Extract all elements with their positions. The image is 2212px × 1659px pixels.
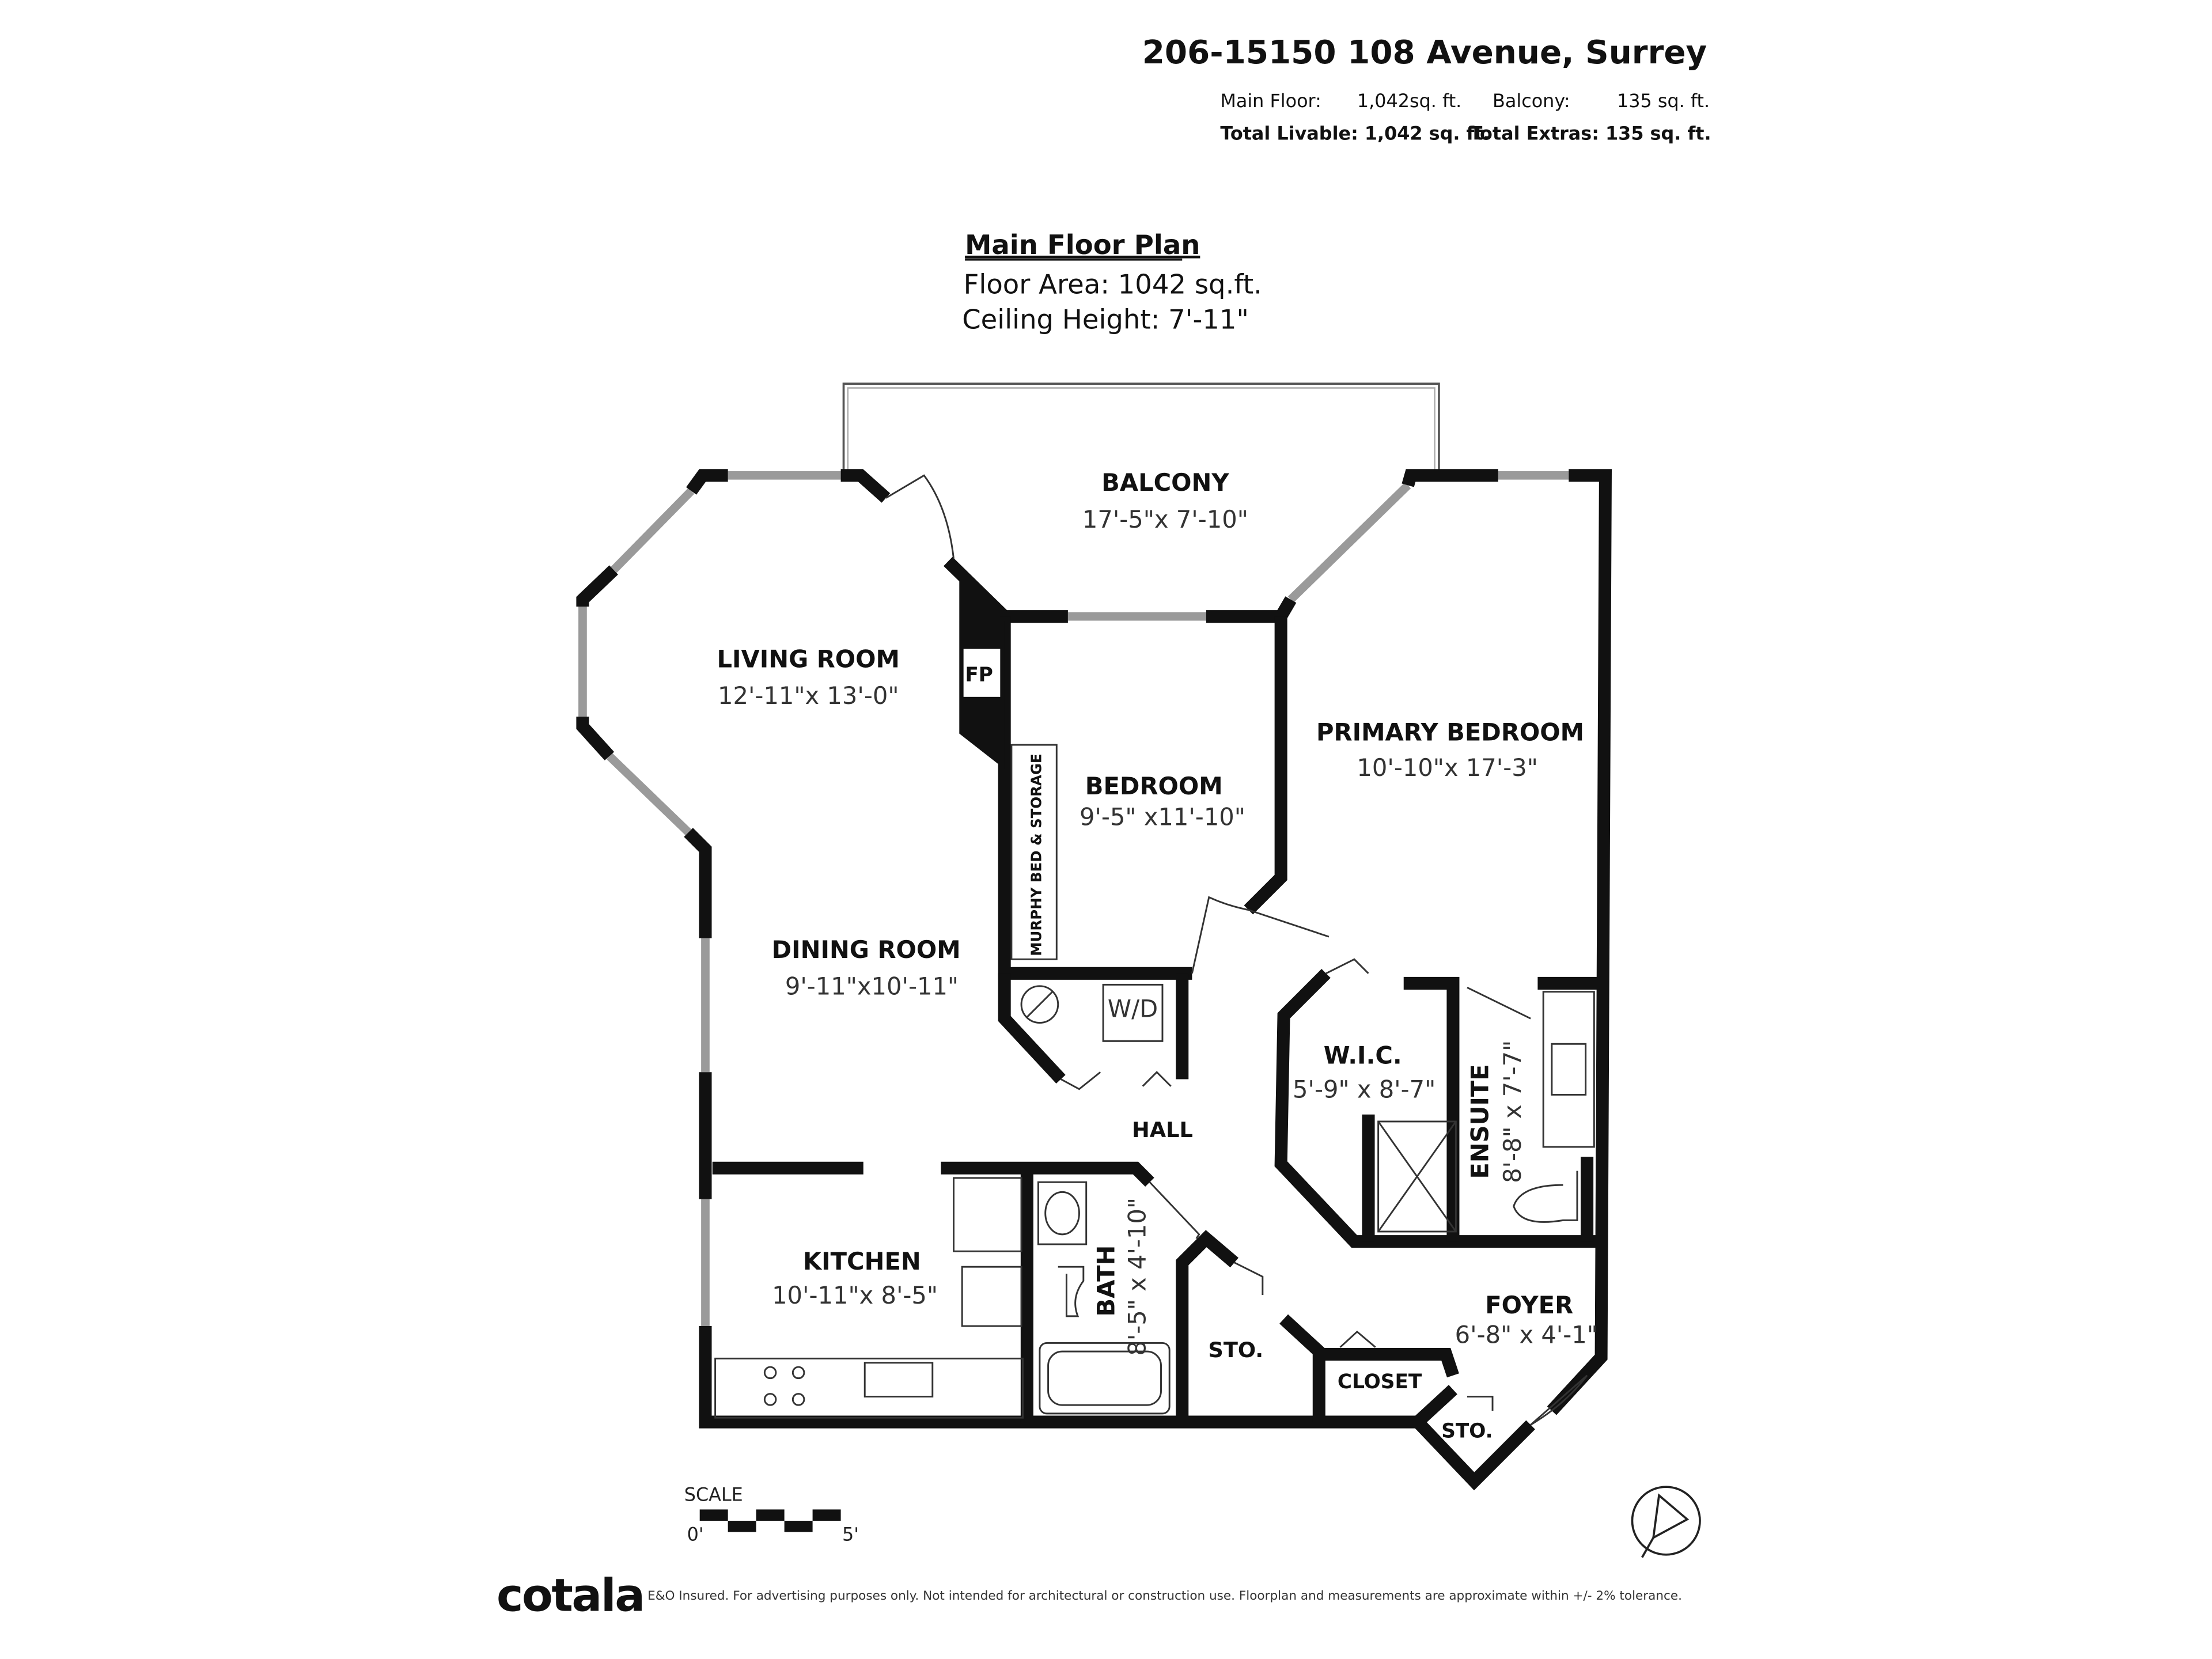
ensuite-dims: 8'-8" x 7'-7" (1498, 1040, 1527, 1183)
dining-room-dims: 9'-11"x10'-11" (785, 972, 959, 1001)
stove-burners-icon (763, 1366, 805, 1406)
kitchen-name: KITCHEN (803, 1247, 921, 1275)
address-title: 206-15150 108 Avenue, Surrey (1142, 34, 1707, 71)
door-swings (885, 474, 1588, 1426)
fixtures (714, 744, 1595, 1419)
ceiling-height: Ceiling Height: 7'-11" (962, 304, 1249, 335)
total-extras: Total Extras: 135 sq. ft. (1470, 122, 1711, 144)
storage-foyer-label: STO. (1441, 1420, 1493, 1443)
bath-dims: 8'-5" x 4'-10" (1123, 1198, 1152, 1356)
main-floor-label: Main Floor: (1220, 90, 1321, 112)
hall-label: HALL (1132, 1118, 1193, 1142)
living-room-dims: 12'-11"x 13'-0" (718, 681, 899, 710)
balcony-dims: 17'-5"x 7'-10" (1082, 505, 1248, 533)
north-arrow-icon (1631, 1486, 1701, 1558)
scale-start: 0' (687, 1523, 704, 1545)
balcony-name: BALCONY (1101, 468, 1229, 497)
cotala-logo: cotala (497, 1570, 644, 1622)
total-livable: Total Livable: 1,042 sq. ft. (1220, 122, 1490, 144)
bedroom-name: BEDROOM (1085, 772, 1223, 800)
closet-label: CLOSET (1338, 1370, 1422, 1393)
bedroom-dims: 9'-5" x11'-10" (1080, 803, 1245, 831)
walls (576, 469, 1612, 1491)
scale-label: SCALE (684, 1484, 743, 1506)
fireplace-label: FP (965, 664, 993, 687)
disclaimer: E&O Insured. For advertising purposes on… (647, 1589, 1682, 1603)
main-floor-value: 1,042sq. ft. (1357, 90, 1461, 112)
scale-end: 5' (842, 1523, 859, 1545)
ensuite-name: ENSUITE (1466, 1064, 1494, 1179)
floor-area: Floor Area: 1042 sq.ft. (964, 268, 1262, 300)
foyer-dims: 6'-8" x 4'-1" (1455, 1320, 1598, 1349)
scale-bar: SCALE 0' 5' (684, 1484, 859, 1546)
washer-dryer-label: W/D (1108, 995, 1158, 1023)
foyer-name: FOYER (1485, 1291, 1573, 1319)
storage-label: STO. (1208, 1338, 1263, 1362)
living-room-name: LIVING ROOM (717, 645, 900, 673)
kitchen-dims: 10'-11"x 8'-5" (772, 1281, 938, 1309)
balcony-value: 135 sq. ft. (1617, 90, 1710, 112)
primary-bedroom-dims: 10'-10"x 17'-3" (1357, 753, 1537, 782)
balcony-outline (842, 382, 1440, 476)
bath-name: BATH (1092, 1245, 1120, 1317)
dining-room-name: DINING ROOM (772, 935, 961, 964)
windows (578, 471, 1569, 1327)
plan-title: Main Floor Plan (965, 229, 1200, 260)
wic-dims: 5'-9" x 8'-7" (1293, 1075, 1435, 1103)
wic-name: W.I.C. (1324, 1041, 1402, 1070)
primary-bedroom-name: PRIMARY BEDROOM (1316, 718, 1584, 747)
balcony-label: Balcony: (1493, 90, 1570, 112)
murphy-bed-label: MURPHY BED & STORAGE (1028, 753, 1044, 956)
